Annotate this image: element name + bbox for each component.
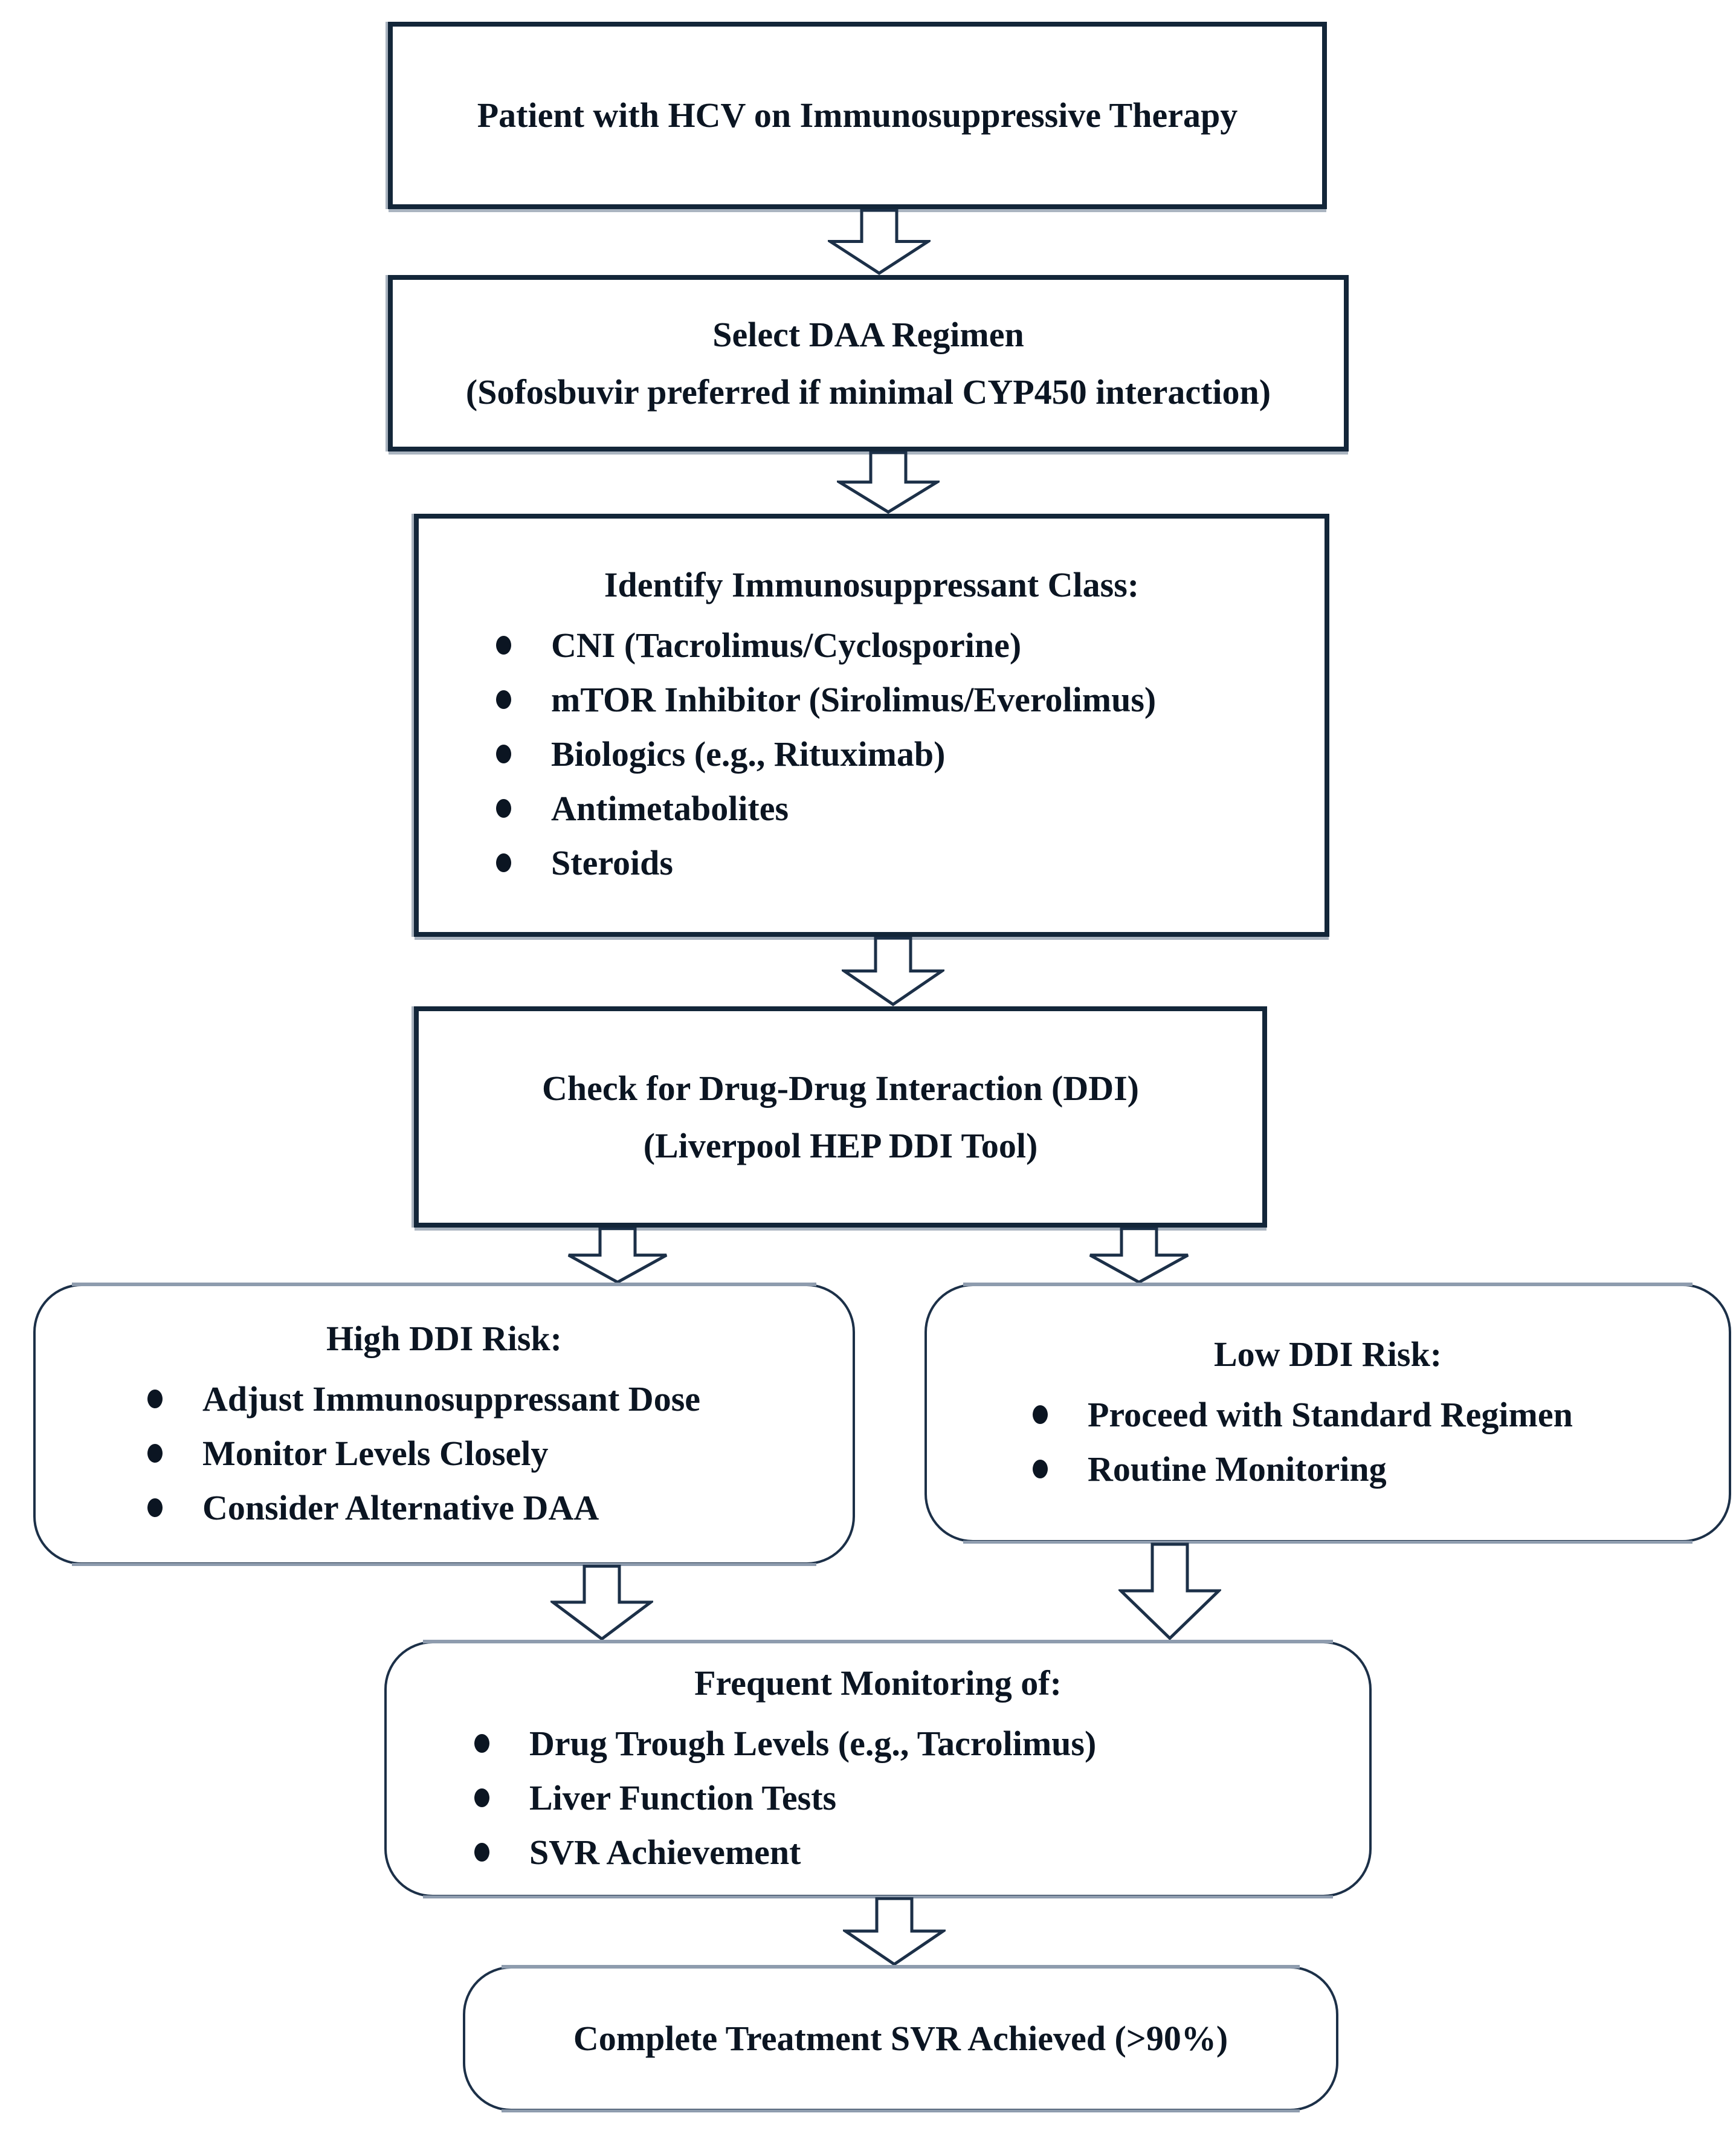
- node-high-ddi-risk: High DDI Risk: Adjust Immunosuppressant …: [33, 1283, 855, 1566]
- bullet-icon: [147, 1389, 163, 1408]
- list-item-label: Proceed with Standard Regimen: [1088, 1395, 1573, 1434]
- node-patient-hcv: Patient with HCV on Immunosuppressive Th…: [388, 22, 1327, 209]
- bullet-icon: [496, 636, 511, 655]
- list-item-label: Routine Monitoring: [1088, 1449, 1387, 1489]
- bullet-icon: [496, 690, 511, 710]
- node-check-ddi-line1: Check for Drug-Drug Interaction (DDI): [541, 1068, 1139, 1108]
- bullet-icon: [474, 1734, 489, 1753]
- list-item: Proceed with Standard Regimen: [1033, 1388, 1573, 1442]
- node-select-daa-regimen: Select DAA Regimen (Sofosbuvir preferred…: [388, 275, 1349, 451]
- node-low-ddi-risk: Low DDI Risk: Proceed with Standard Regi…: [924, 1283, 1731, 1544]
- bullet-icon: [1033, 1405, 1048, 1425]
- node-select-daa-line1: Select DAA Regimen: [712, 314, 1024, 354]
- identify-class-bullet-list: CNI (Tacrolimus/Cyclosporine) mTOR Inhib…: [419, 618, 1325, 890]
- node-patient-hcv-label: Patient with HCV on Immunosuppressive Th…: [477, 95, 1238, 135]
- node-check-ddi-line2: (Liverpool HEP DDI Tool): [643, 1126, 1038, 1165]
- list-item: Antimetabolites: [496, 781, 789, 836]
- list-item: Adjust Immunosuppressant Dose: [147, 1371, 700, 1426]
- list-item: mTOR Inhibitor (Sirolimus/Everolimus): [496, 673, 1156, 727]
- down-arrow-icon: [842, 937, 944, 1006]
- down-arrow-icon: [1088, 1228, 1190, 1284]
- high-risk-bullet-list: Adjust Immunosuppressant Dose Monitor Le…: [36, 1371, 853, 1535]
- bullet-icon: [496, 799, 511, 818]
- list-item-label: Monitor Levels Closely: [202, 1433, 549, 1473]
- list-item-label: Liver Function Tests: [529, 1778, 837, 1817]
- list-item-label: Steroids: [551, 843, 673, 882]
- node-frequent-monitoring: Frequent Monitoring of: Drug Trough Leve…: [384, 1640, 1372, 1898]
- list-item-label: Biologics (e.g., Rituximab): [551, 734, 946, 774]
- list-item: Routine Monitoring: [1033, 1442, 1387, 1497]
- list-item: Consider Alternative DAA: [147, 1480, 599, 1535]
- node-monitoring-title: Frequent Monitoring of:: [694, 1663, 1062, 1703]
- list-item: Steroids: [496, 836, 673, 890]
- bullet-icon: [147, 1443, 163, 1463]
- list-item: Liver Function Tests: [474, 1771, 836, 1825]
- node-identify-immunosuppressant-class: Identify Immunosuppressant Class: CNI (T…: [414, 514, 1329, 937]
- down-arrow-icon: [1118, 1542, 1221, 1641]
- node-complete-label: Complete Treatment SVR Achieved (>90%): [573, 2019, 1228, 2059]
- list-item-label: CNI (Tacrolimus/Cyclosporine): [551, 626, 1022, 665]
- monitoring-bullet-list: Drug Trough Levels (e.g., Tacrolimus) Li…: [387, 1717, 1369, 1880]
- list-item: Biologics (e.g., Rituximab): [496, 727, 945, 781]
- node-check-ddi: Check for Drug-Drug Interaction (DDI) (L…: [414, 1006, 1267, 1228]
- node-select-daa-line2: (Sofosbuvir preferred if minimal CYP450 …: [465, 372, 1271, 412]
- bullet-icon: [474, 1788, 489, 1808]
- down-arrow-icon: [828, 209, 931, 275]
- node-high-risk-title: High DDI Risk:: [326, 1318, 562, 1358]
- low-risk-bullet-list: Proceed with Standard Regimen Routine Mo…: [927, 1388, 1729, 1497]
- list-item-label: mTOR Inhibitor (Sirolimus/Everolimus): [551, 680, 1157, 719]
- down-arrow-icon: [843, 1897, 946, 1966]
- bullet-icon: [474, 1843, 489, 1862]
- bullet-icon: [1033, 1460, 1048, 1479]
- down-arrow-icon: [837, 451, 940, 514]
- bullet-icon: [147, 1498, 163, 1517]
- list-item-label: Adjust Immunosuppressant Dose: [202, 1379, 701, 1419]
- down-arrow-icon: [566, 1228, 669, 1284]
- node-low-risk-title: Low DDI Risk:: [1213, 1335, 1442, 1374]
- bullet-icon: [496, 853, 511, 873]
- down-arrow-icon: [550, 1565, 653, 1641]
- list-item: SVR Achievement: [474, 1825, 801, 1880]
- list-item: Drug Trough Levels (e.g., Tacrolimus): [474, 1717, 1096, 1771]
- list-item: Monitor Levels Closely: [147, 1426, 548, 1480]
- list-item-label: Consider Alternative DAA: [202, 1487, 599, 1527]
- node-complete-treatment: Complete Treatment SVR Achieved (>90%): [463, 1965, 1338, 2112]
- bullet-icon: [496, 745, 511, 764]
- list-item-label: Antimetabolites: [551, 789, 789, 828]
- list-item: CNI (Tacrolimus/Cyclosporine): [496, 618, 1021, 673]
- list-item-label: Drug Trough Levels (e.g., Tacrolimus): [529, 1724, 1097, 1763]
- node-identify-title: Identify Immunosuppressant Class:: [604, 565, 1140, 605]
- list-item-label: SVR Achievement: [529, 1833, 801, 1872]
